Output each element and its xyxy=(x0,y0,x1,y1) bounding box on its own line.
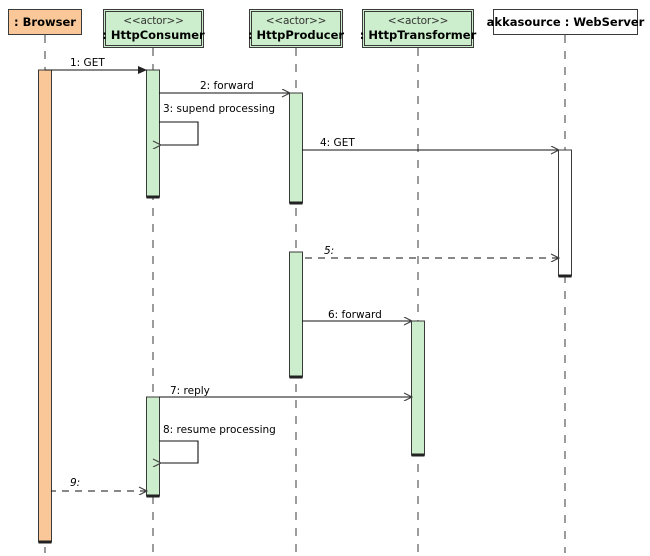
message-label-3: 3: supend processing xyxy=(163,103,276,115)
message-label-9: 9: xyxy=(70,477,81,489)
activation-bar-httptransformer xyxy=(410,320,426,456)
participant-head-webserver[interactable]: akkasource : WebServer xyxy=(487,9,644,35)
participant-head-httpconsumer[interactable]: <<actor>>: HttpConsumer xyxy=(102,9,205,48)
message-label-4: 4: GET xyxy=(320,137,355,149)
message-arrow-8[interactable] xyxy=(159,440,199,463)
participant-stereotype: <<actor>> xyxy=(387,14,449,27)
participant-stereotype: <<actor>> xyxy=(265,14,327,27)
activation-bar-httpconsumer xyxy=(145,396,161,497)
participant-name: : HttpConsumer xyxy=(102,27,205,42)
message-label-8: 8: resume processing xyxy=(163,424,276,436)
activation-bar-browser xyxy=(37,69,53,543)
message-arrow-3[interactable] xyxy=(159,121,199,145)
activation-bar-httpproducer xyxy=(288,92,304,204)
message-label-7: 7: reply xyxy=(170,385,210,397)
participant-name: akkasource : WebServer xyxy=(486,14,645,29)
activation-bar-httpproducer xyxy=(288,251,304,378)
participant-name: : Browser xyxy=(14,14,76,29)
participant-stereotype: <<actor>> xyxy=(123,14,184,27)
message-arrows-layer xyxy=(45,66,559,491)
participant-head-browser[interactable]: : Browser xyxy=(8,9,82,35)
participant-name: : HttpTransformer xyxy=(359,27,477,42)
activation-bar-webserver xyxy=(557,149,573,277)
activation-bar-httpconsumer xyxy=(145,69,161,198)
participant-head-httpproducer[interactable]: <<actor>>: HttpProducer xyxy=(247,9,345,48)
participant-head-httptransformer[interactable]: <<actor>>: HttpTransformer xyxy=(359,9,477,48)
message-label-1: 1: GET xyxy=(70,57,105,69)
message-label-5: 5: xyxy=(324,245,335,257)
participant-name: : HttpProducer xyxy=(247,27,345,42)
message-label-2: 2: forward xyxy=(200,80,254,92)
lifelines-layer xyxy=(44,35,566,553)
activation-bars-layer xyxy=(37,69,573,544)
message-label-6: 6: forward xyxy=(328,309,382,321)
